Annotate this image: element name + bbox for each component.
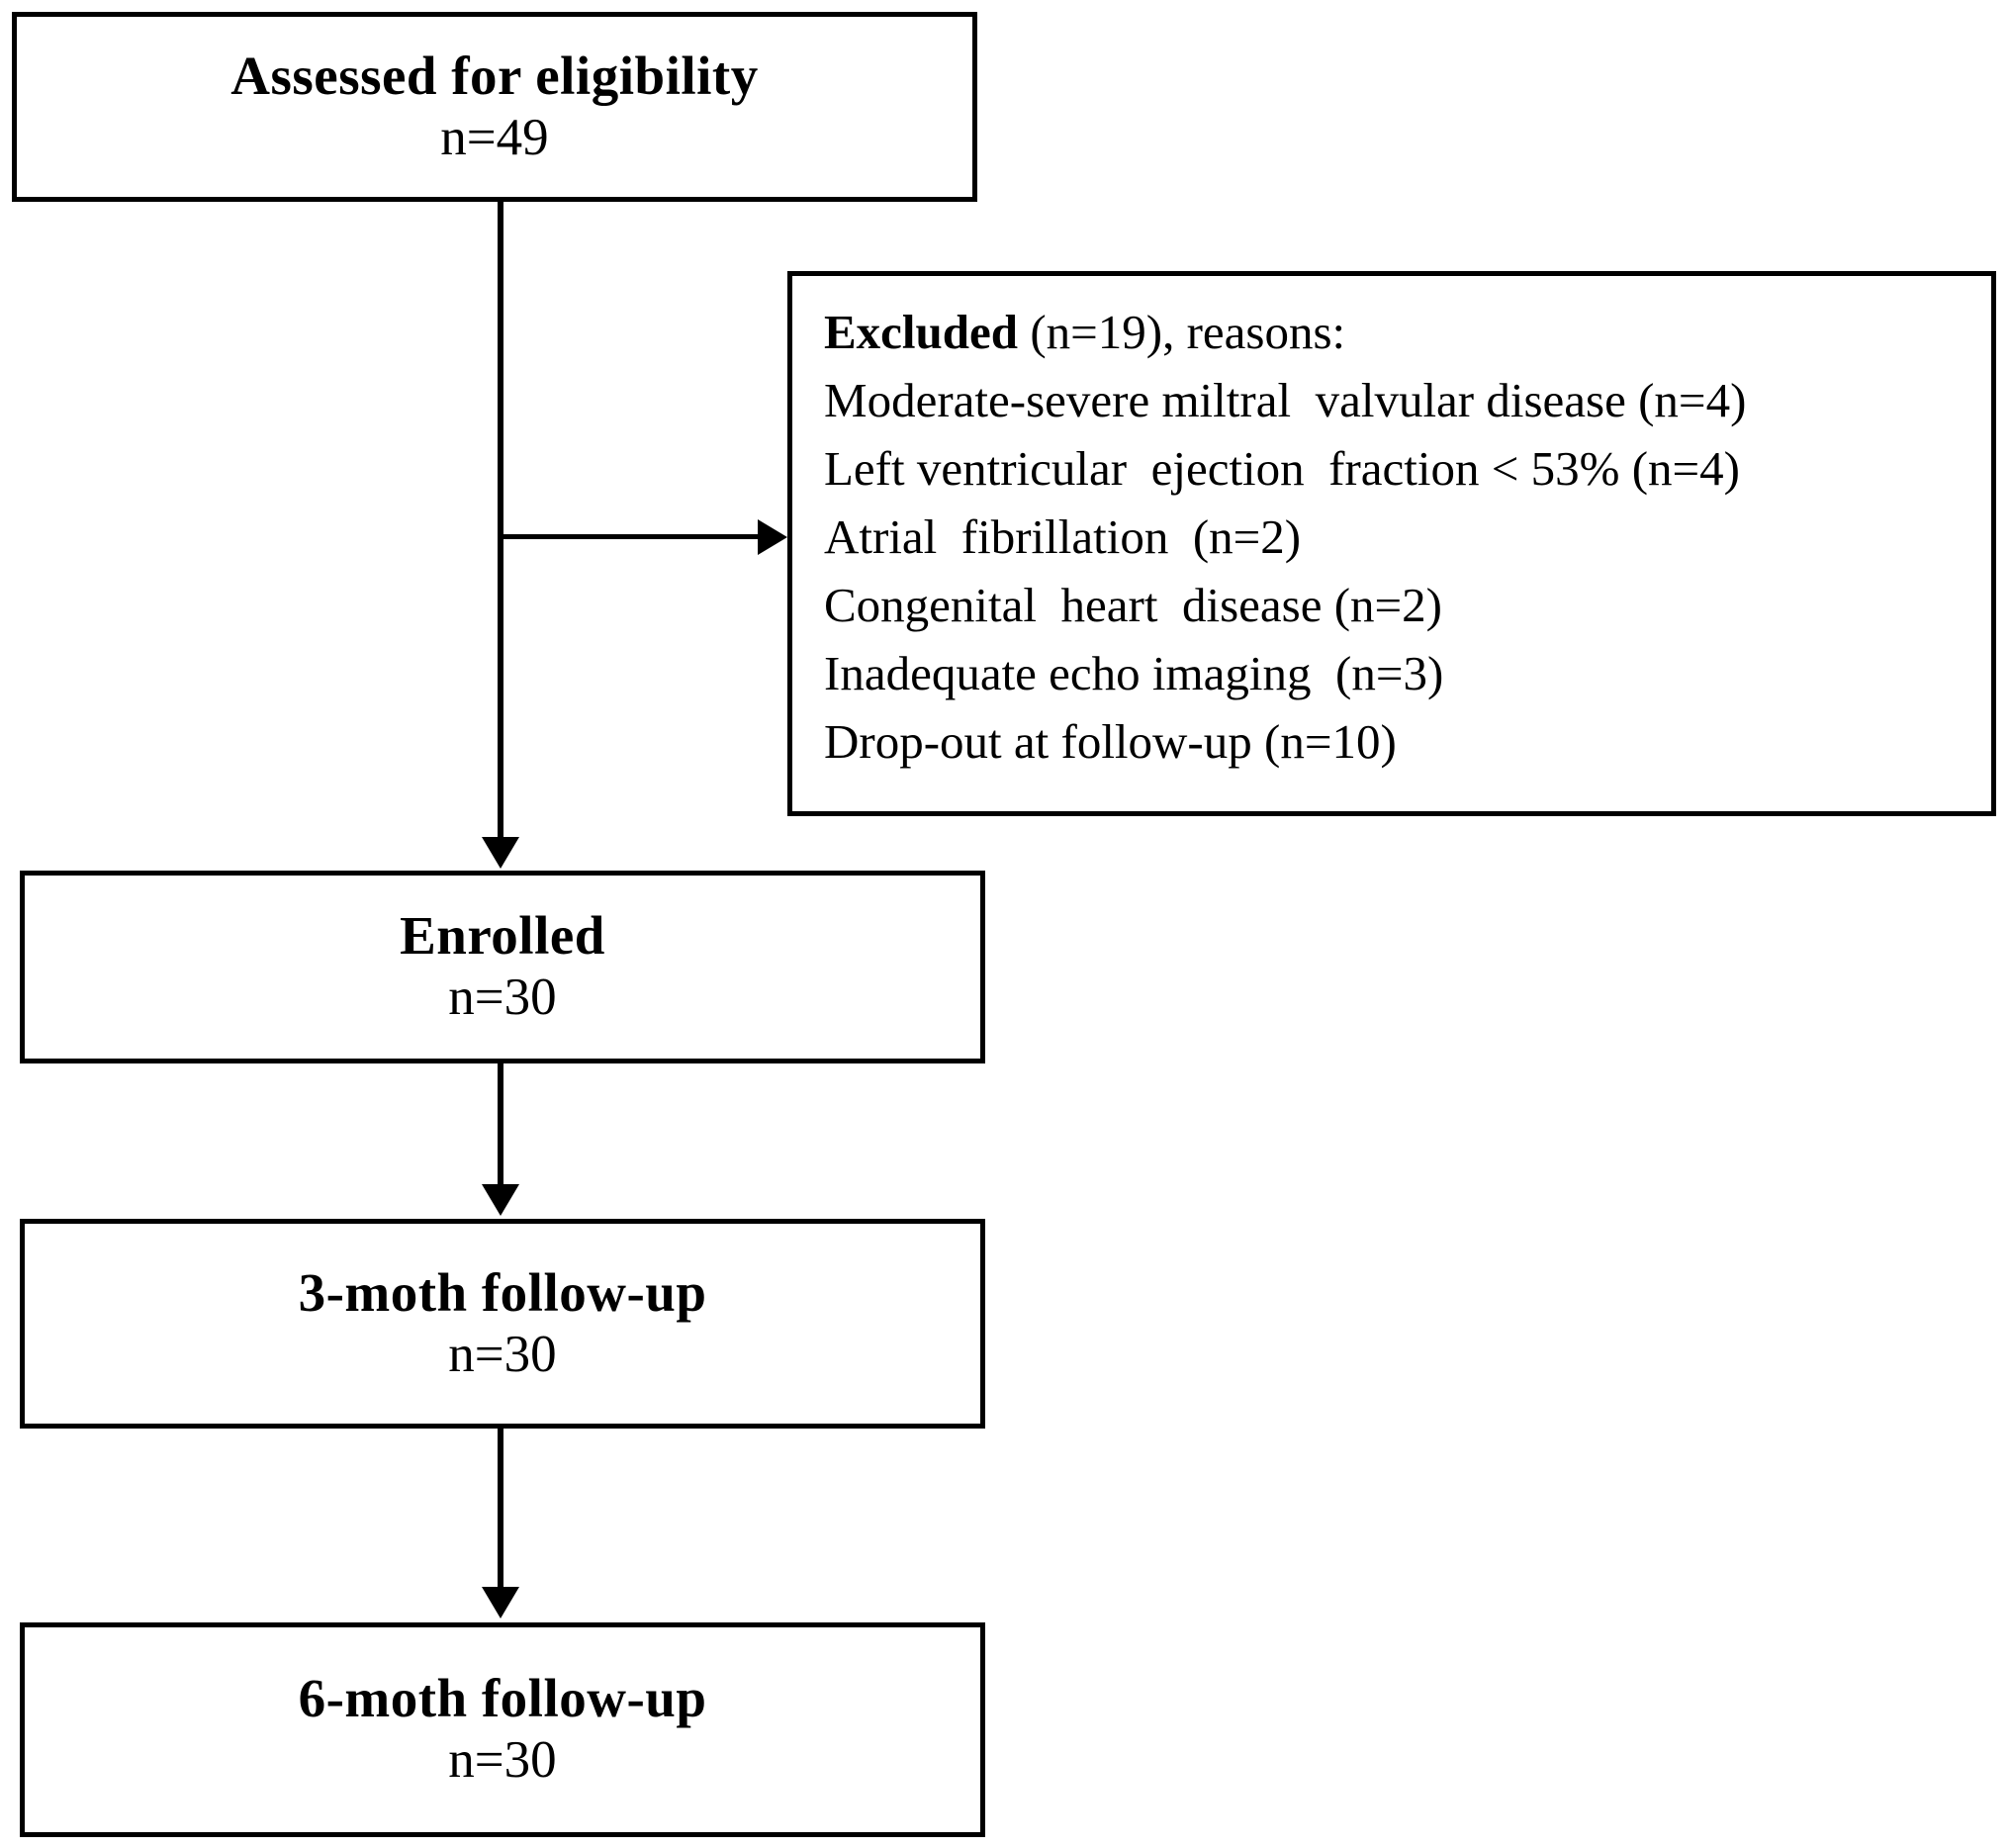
node-followup6-title: 6-moth follow-up [298,1668,707,1729]
arrow-right-icon-excluded [758,519,787,555]
node-enrolled-title: Enrolled [400,905,605,967]
node-enrolled-count: n=30 [448,969,557,1027]
excluded-reason: Congenital heart disease (n=2) [824,578,1442,632]
connector-followup3-to-followup6-line [498,1429,503,1591]
connector-enrolled-to-followup3-line [498,1063,503,1188]
connector-assessed-to-enrolled-line [498,202,503,841]
node-assessed-for-eligibility: Assessed for eligibility n=49 [12,12,977,202]
node-enrolled: Enrolled n=30 [20,871,985,1063]
node-followup3-title: 3-moth follow-up [298,1261,707,1323]
node-followup-6-month: 6-moth follow-up n=30 [20,1622,985,1837]
node-assessed-count: n=49 [440,108,549,166]
arrow-down-icon-followup6 [482,1587,519,1618]
excluded-reason: Drop-out at follow-up (n=10) [824,714,1397,769]
connector-assessed-to-excluded-line [498,534,760,539]
excluded-reason: Moderate-severe miltral valvular disease… [824,373,1747,427]
excluded-heading-bold: Excluded [824,305,1019,359]
node-followup6-count: n=30 [448,1731,557,1790]
excluded-heading: Excluded (n=19), reasons: [824,298,1991,366]
excluded-reason: Inadequate echo imaging (n=3) [824,646,1444,700]
arrow-down-icon-followup3 [482,1184,519,1216]
node-followup3-count: n=30 [448,1325,557,1383]
node-followup-3-month: 3-moth follow-up n=30 [20,1219,985,1429]
excluded-reason: Left ventricular ejection fraction < 53%… [824,441,1740,496]
excluded-heading-rest: (n=19), reasons: [1018,305,1346,359]
arrow-down-icon-enrolled [482,837,519,869]
excluded-reason: Atrial fibrillation (n=2) [824,509,1302,564]
node-excluded: Excluded (n=19), reasons: Moderate-sever… [787,271,1996,816]
node-assessed-title: Assessed for eligibility [230,45,759,106]
